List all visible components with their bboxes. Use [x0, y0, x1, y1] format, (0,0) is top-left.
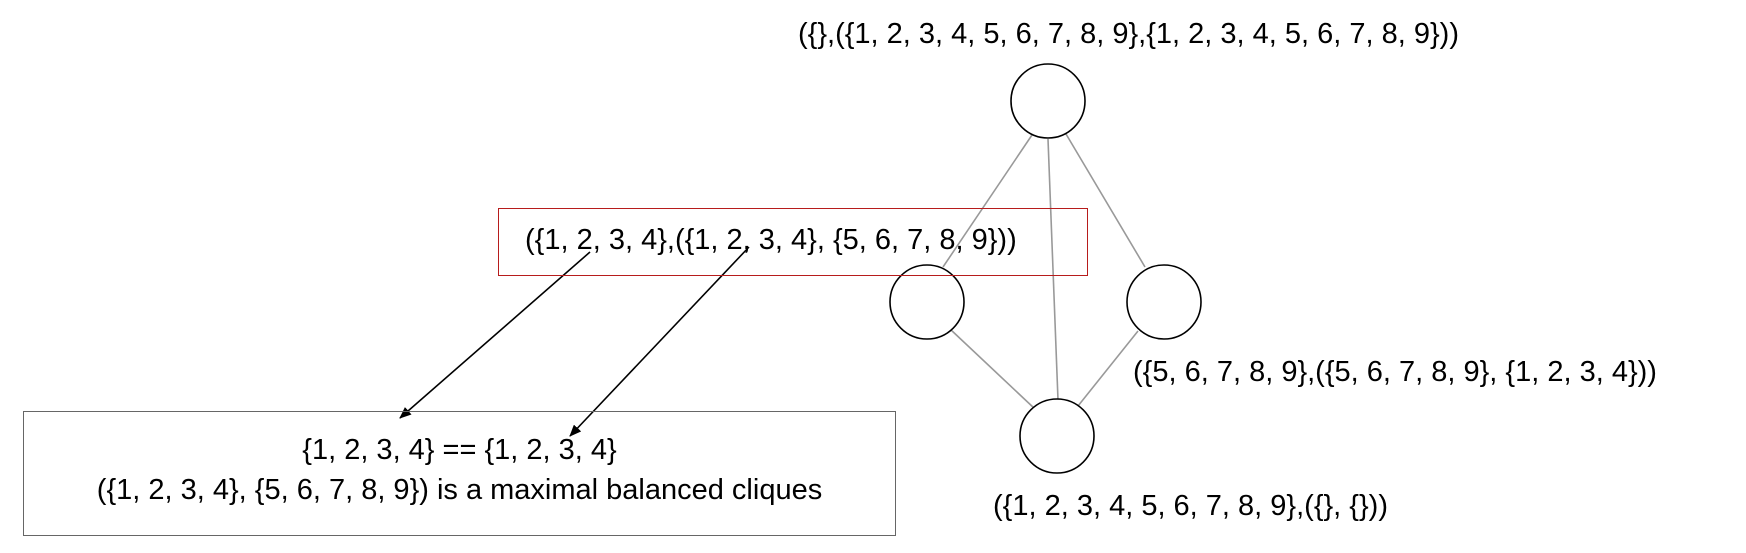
highlighted-node-box: ({1, 2, 3, 4},({1, 2, 3, 4}, {5, 6, 7, 8…	[498, 208, 1088, 276]
node-left	[889, 264, 965, 340]
node-top-label: ({},({1, 2, 3, 4, 5, 6, 7, 8, 9},{1, 2, …	[798, 18, 1459, 50]
edge-top-bottom	[1047, 138, 1059, 401]
node-bottom-label: ({1, 2, 3, 4, 5, 6, 7, 8, 9},({}, {}))	[993, 490, 1388, 522]
result-conclusion-text: ({1, 2, 3, 4}, {5, 6, 7, 8, 9}) is a max…	[96, 474, 823, 506]
edge-top-left	[942, 134, 1033, 268]
result-equality-text: {1, 2, 3, 4} == {1, 2, 3, 4}	[302, 434, 617, 466]
node-right-label: ({5, 6, 7, 8, 9},({5, 6, 7, 8, 9}, {1, 2…	[1133, 356, 1657, 388]
node-bottom	[1019, 398, 1095, 474]
result-box: {1, 2, 3, 4} == {1, 2, 3, 4} ({1, 2, 3, …	[23, 411, 896, 536]
node-top	[1010, 63, 1086, 139]
arrow-left-set	[399, 251, 591, 419]
edge-right-bottom	[1077, 330, 1139, 407]
edge-left-bottom	[949, 328, 1036, 410]
node-right	[1126, 264, 1202, 340]
edge-top-right	[1065, 133, 1146, 268]
node-left-label: ({1, 2, 3, 4},({1, 2, 3, 4}, {5, 6, 7, 8…	[525, 224, 1017, 256]
arrow-right-set	[569, 246, 750, 437]
